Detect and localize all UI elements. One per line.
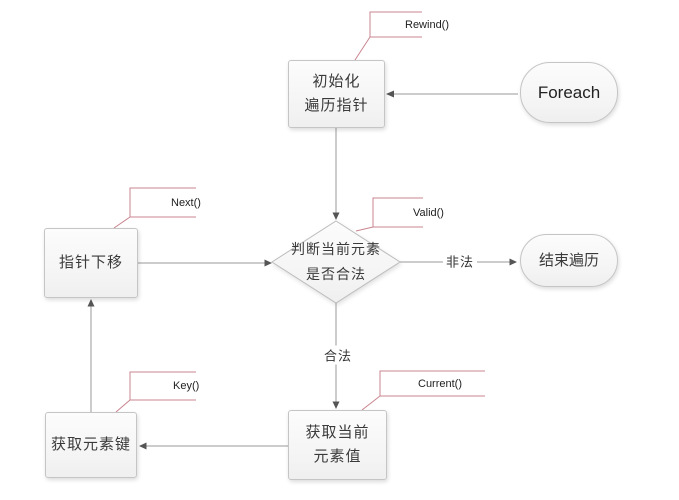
callout-brackets [113, 11, 485, 413]
callout-bracket-valid [355, 197, 423, 232]
node-decision-line1: 判断当前元素 [291, 241, 381, 257]
node-decision-label: 判断当前元素 是否合法 [266, 235, 406, 289]
node-pointer-next: 指针下移 [44, 228, 138, 298]
callout-bracket-rewind [354, 11, 422, 61]
callout-bracket-next [113, 187, 196, 229]
node-get-current-value: 获取当前 元素值 [288, 410, 387, 480]
callout-bracket-key [115, 371, 196, 413]
annotation-rewind: Rewind() [405, 19, 450, 31]
node-current-line1: 获取当前 [305, 424, 370, 441]
node-key-label: 获取元素键 [50, 436, 131, 453]
arrowhead-into-end [509, 258, 517, 266]
node-init-line2: 遍历指针 [304, 97, 369, 114]
edge-label-invalid: 非法 [442, 251, 478, 271]
node-end-iteration: 结束遍历 [520, 234, 618, 287]
node-foreach-start: Foreach [520, 62, 618, 123]
node-init-pointer: 初始化 遍历指针 [288, 60, 385, 128]
node-next-label: 指针下移 [58, 254, 123, 271]
annotation-valid: Valid() [413, 207, 444, 219]
arrowhead-into-init [386, 90, 394, 98]
arrowheads [87, 90, 517, 450]
arrowhead-into-next [87, 299, 95, 307]
arrowhead-into-decision-left [264, 259, 272, 267]
arrowhead-into-key [139, 442, 147, 450]
node-end-label: 结束遍历 [538, 251, 599, 269]
edge-label-valid: 合法 [320, 345, 356, 365]
annotation-current: Current() [418, 378, 463, 390]
node-foreach-label: Foreach [537, 82, 601, 102]
node-init-line1: 初始化 [312, 73, 361, 90]
annotation-key: Key() [173, 380, 200, 392]
node-current-line2: 元素值 [313, 448, 362, 465]
arrowhead-into-decision-top [332, 212, 340, 220]
arrowhead-into-current [332, 401, 340, 409]
annotation-next: Next() [171, 197, 201, 209]
node-decision-line2: 是否合法 [306, 266, 366, 282]
callout-bracket-current [361, 370, 485, 411]
node-get-element-key: 获取元素键 [45, 412, 137, 478]
